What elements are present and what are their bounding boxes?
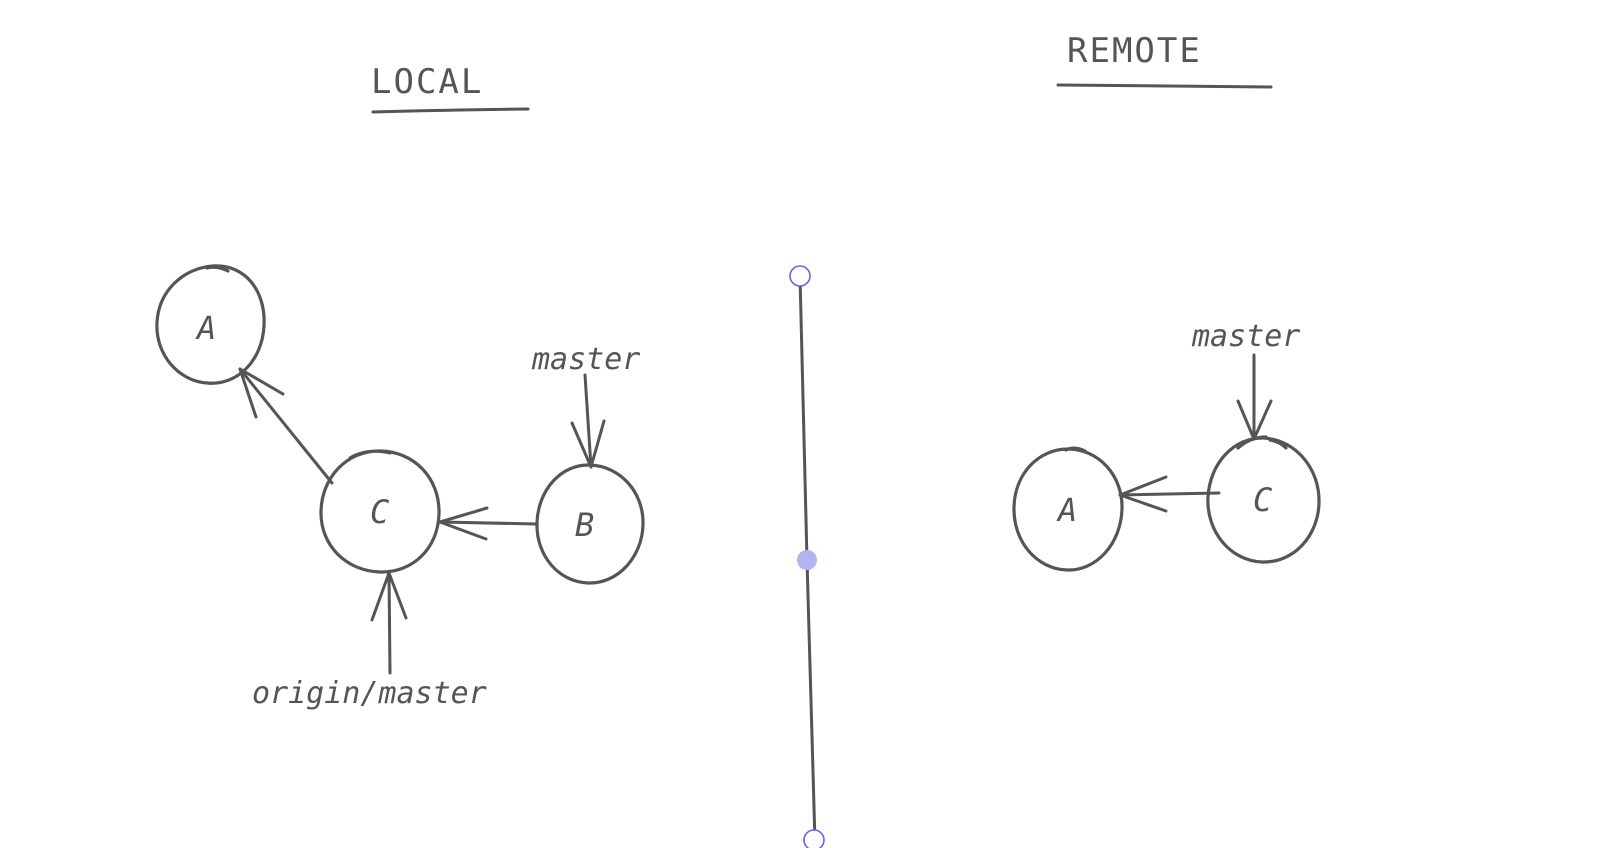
divider-start-handle[interactable]	[789, 265, 811, 287]
local-title[interactable]: LOCAL	[371, 62, 483, 102]
arrow-master-to-b-head[interactable]	[570, 419, 606, 469]
local-section: LOCAL A C B master	[155, 62, 645, 711]
arrow-origin-master-to-c[interactable]	[370, 571, 408, 675]
remote-node-a-label: A	[1056, 491, 1077, 529]
remote-title[interactable]: REMOTE	[1067, 31, 1202, 71]
arrow-remote-c-to-a-shaft[interactable]	[1118, 491, 1221, 497]
local-node-c[interactable]: C	[319, 449, 441, 574]
arrow-b-to-c[interactable]	[438, 506, 538, 541]
arrow-b-to-c-shaft[interactable]	[438, 520, 538, 526]
arrow-remote-master-to-c[interactable]	[1236, 353, 1273, 441]
local-node-c-circle[interactable]	[319, 449, 441, 574]
arrow-origin-master-to-c-shaft[interactable]	[387, 571, 392, 675]
arrow-b-to-c-head[interactable]	[438, 506, 489, 541]
remote-master-label[interactable]: master	[1191, 319, 1300, 354]
local-node-b-label: B	[575, 506, 594, 544]
arrow-remote-c-to-a[interactable]	[1118, 475, 1221, 513]
arrow-remote-c-to-a-head[interactable]	[1118, 475, 1168, 513]
local-title-underline[interactable]	[371, 107, 530, 114]
remote-node-c-circle[interactable]	[1206, 435, 1321, 564]
arrow-c-to-a-head[interactable]	[238, 367, 285, 419]
arrow-master-to-b-shaft[interactable]	[583, 373, 593, 469]
arrow-origin-master-to-c-head[interactable]	[370, 571, 408, 622]
local-master-label[interactable]: master	[531, 342, 640, 377]
remote-node-c-label: C	[1253, 481, 1272, 519]
local-node-a-label: A	[195, 309, 216, 347]
local-node-a-circle[interactable]	[155, 264, 266, 385]
remote-title-underline[interactable]	[1056, 83, 1273, 89]
arrow-master-to-b[interactable]	[570, 373, 606, 469]
remote-node-a[interactable]: A	[1012, 446, 1124, 572]
remote-section: REMOTE A C master	[1012, 31, 1321, 572]
divider-midpoint-handle[interactable]	[797, 550, 817, 570]
remote-node-a-circle[interactable]	[1012, 446, 1124, 572]
local-node-c-label: C	[370, 493, 389, 531]
arrow-c-to-a[interactable]	[238, 367, 334, 485]
remote-node-c[interactable]: C	[1206, 435, 1321, 564]
divider-end-handle[interactable]	[803, 829, 825, 848]
arrow-remote-master-to-c-head[interactable]	[1236, 399, 1273, 441]
local-node-a[interactable]: A	[155, 264, 266, 385]
divider-line[interactable]	[789, 265, 825, 848]
local-node-b-circle[interactable]	[535, 463, 645, 585]
local-node-b[interactable]: B	[535, 463, 645, 585]
arrow-c-to-a-shaft[interactable]	[238, 367, 334, 485]
local-origin-master-label[interactable]: origin/master	[252, 676, 487, 711]
